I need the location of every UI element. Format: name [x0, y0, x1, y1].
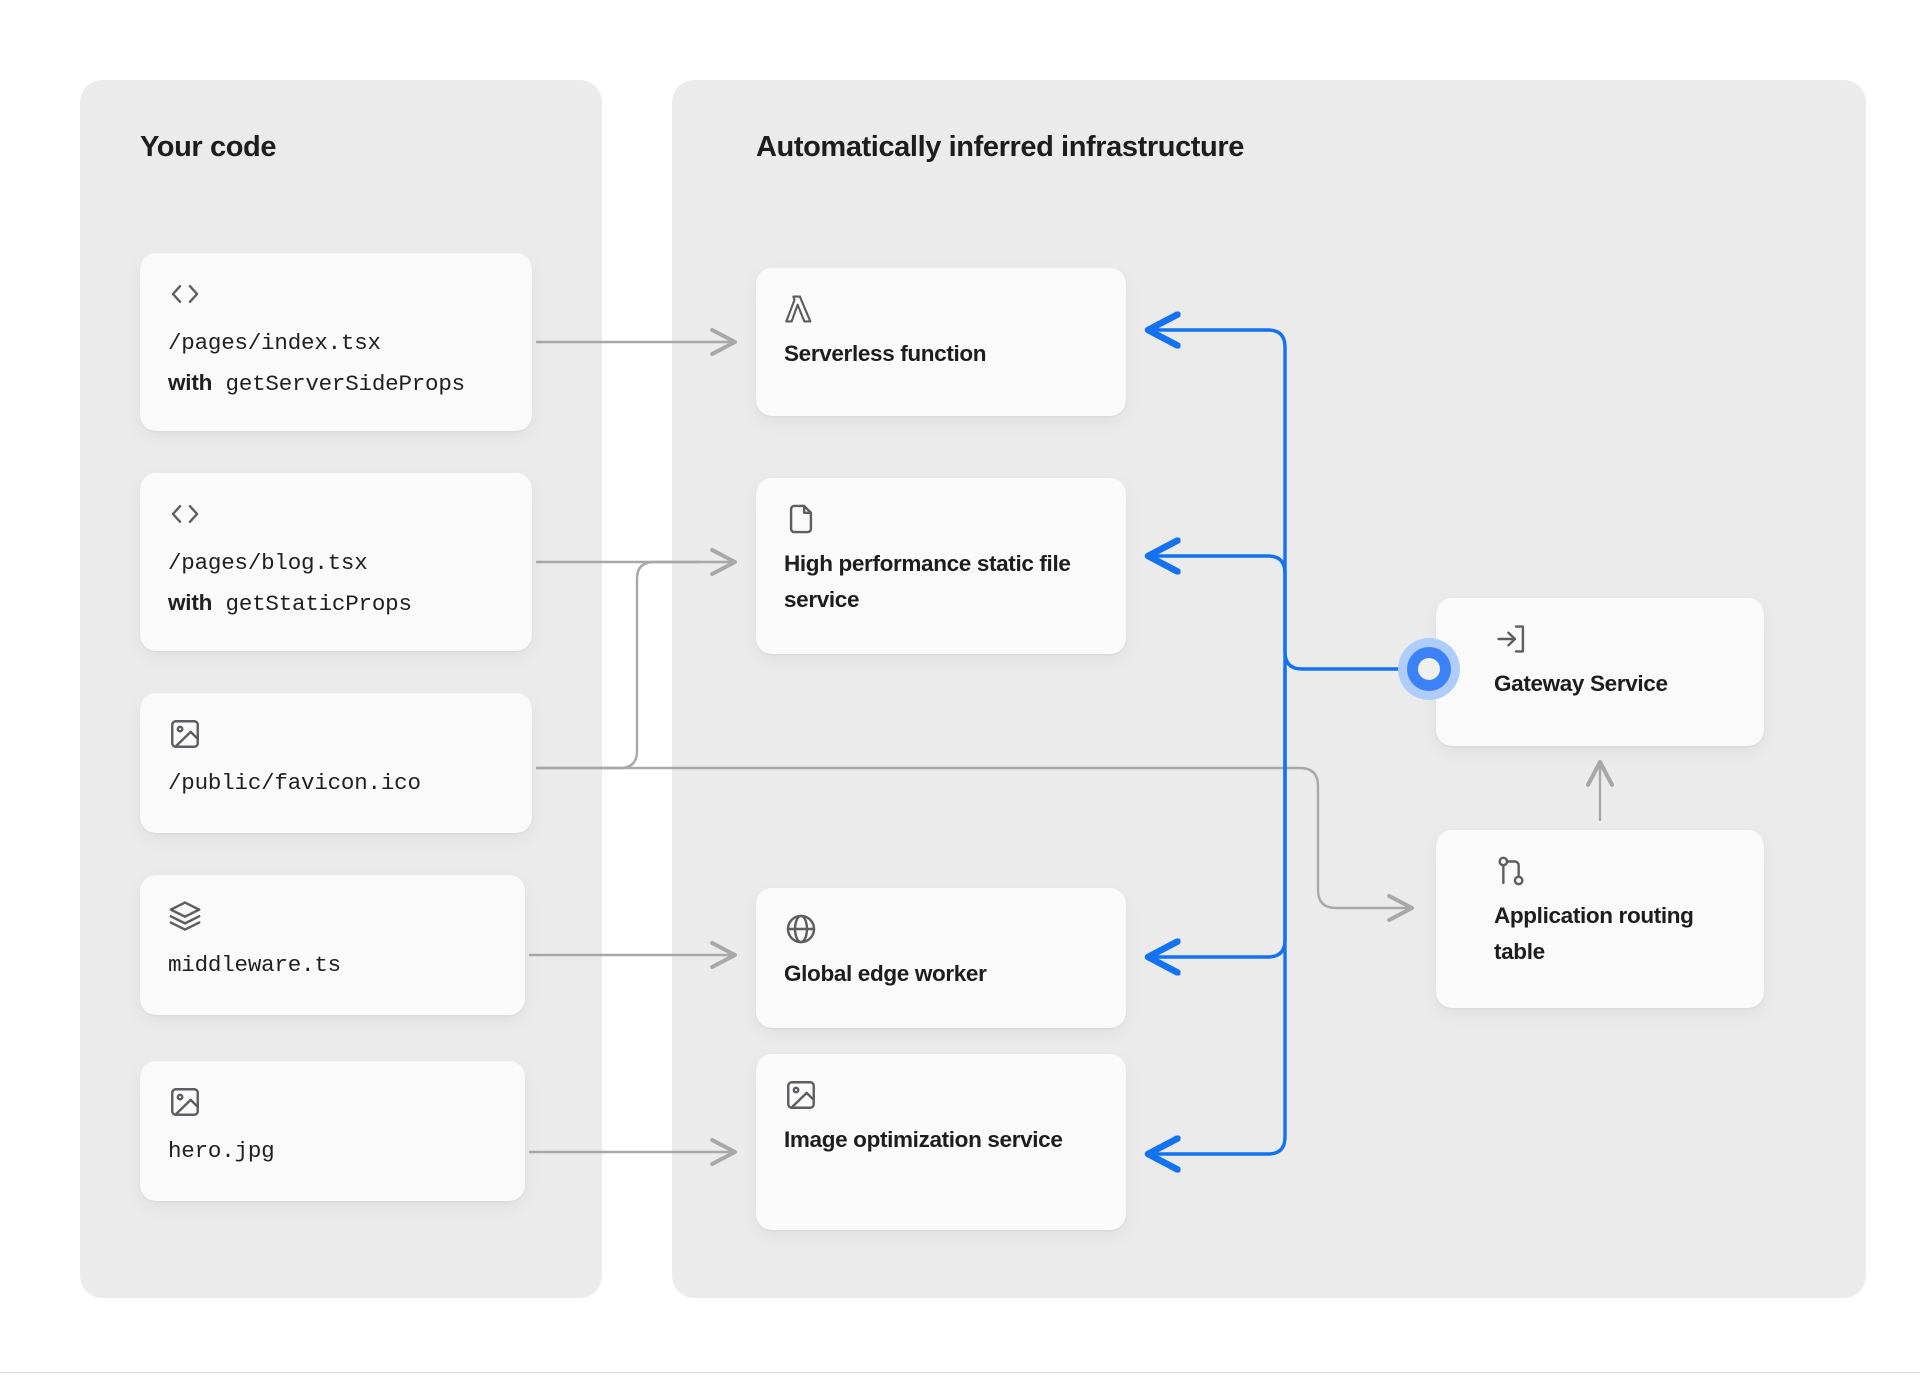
panel-title-infrastructure: Automatically inferred infrastructure	[756, 131, 1244, 163]
image-icon	[168, 1085, 202, 1119]
code-card-middleware[interactable]: middleware.ts	[140, 875, 525, 1015]
code-card-blog[interactable]: /pages/blog.tsx with getStaticProps	[140, 473, 532, 651]
infra-card-global-edge-worker[interactable]: Global edge worker	[756, 888, 1126, 1028]
code-card-keyword: with	[168, 590, 213, 615]
code-card-hero[interactable]: hero.jpg	[140, 1061, 525, 1201]
infra-card-label: Image optimization service	[784, 1127, 1063, 1152]
infra-card-label: High performance static file service	[784, 551, 1071, 612]
login-arrow-icon	[1494, 622, 1528, 656]
infra-card-label: Application routing table	[1494, 903, 1694, 964]
infra-card-label: Gateway Service	[1494, 671, 1668, 696]
code-card-text: /public/favicon.ico	[168, 763, 516, 803]
layers-icon	[168, 899, 202, 933]
infra-card-serverless-function[interactable]: Serverless function	[756, 268, 1126, 416]
bottom-divider	[0, 1372, 1920, 1373]
code-card-text: hero.jpg	[168, 1131, 509, 1171]
code-card-modifier: with getServerSideProps	[168, 363, 516, 404]
infra-card-application-routing-table[interactable]: Application routing table	[1436, 830, 1764, 1008]
code-card-keyword: with	[168, 370, 213, 395]
code-card-path: /public/favicon.ico	[168, 770, 421, 796]
code-brackets-icon	[168, 277, 202, 311]
infra-card-static-file-service[interactable]: High performance static file service	[756, 478, 1126, 654]
file-icon	[784, 502, 818, 536]
code-card-path: /pages/blog.tsx	[168, 550, 368, 576]
infra-card-image-optimization-service[interactable]: Image optimization service	[756, 1054, 1126, 1230]
image-icon	[168, 717, 202, 751]
infra-card-label: Global edge worker	[784, 961, 987, 986]
gateway-connection-node	[1398, 638, 1460, 700]
infra-card-gateway-service[interactable]: Gateway Service	[1436, 598, 1764, 746]
code-card-text: middleware.ts	[168, 945, 509, 985]
code-card-path: hero.jpg	[168, 1138, 275, 1164]
code-brackets-icon	[168, 497, 202, 531]
code-card-modifier: with getStaticProps	[168, 583, 516, 624]
code-card-path: /pages/index.tsx	[168, 330, 381, 356]
code-card-fn: getServerSideProps	[225, 371, 466, 397]
code-card-path: middleware.ts	[168, 952, 341, 978]
node-center	[1418, 658, 1440, 680]
image-icon	[784, 1078, 818, 1112]
code-card-text: /pages/index.tsx with getServerSideProps	[168, 323, 516, 404]
code-card-index[interactable]: /pages/index.tsx with getServerSideProps	[140, 253, 532, 431]
code-card-favicon[interactable]: /public/favicon.ico	[140, 693, 532, 833]
globe-icon	[784, 912, 818, 946]
code-card-text: /pages/blog.tsx with getStaticProps	[168, 543, 516, 624]
panel-title-your-code: Your code	[140, 131, 277, 163]
infra-card-label: Serverless function	[784, 341, 987, 366]
lambda-icon	[784, 292, 818, 326]
git-branch-icon	[1494, 854, 1528, 888]
code-card-fn: getStaticProps	[225, 591, 412, 617]
